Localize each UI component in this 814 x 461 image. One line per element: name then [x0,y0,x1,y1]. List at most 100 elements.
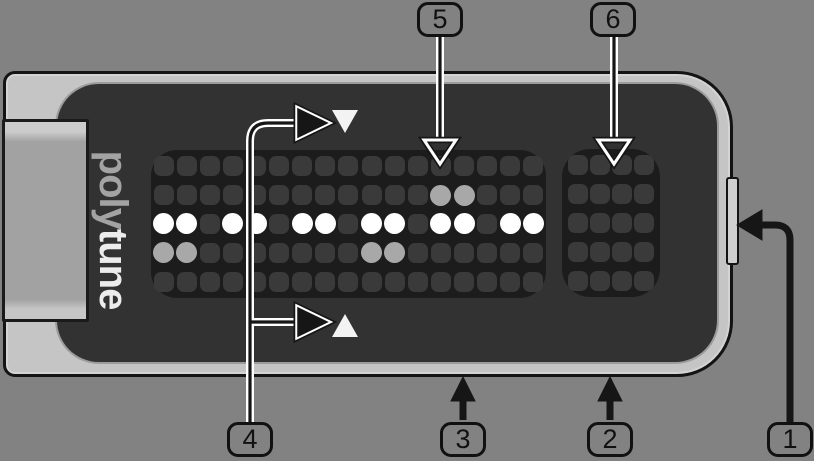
led-dot [477,156,498,177]
callout-3-label: 3 [455,424,471,454]
led-dot [634,155,654,176]
led-dot [454,271,475,292]
led-dot [499,213,521,235]
led-dot [522,213,544,235]
led-dot [612,155,632,176]
led-dot [430,156,451,177]
led-dot [523,242,544,263]
led-dot [246,185,267,206]
led-dot [222,242,243,263]
tune-up-triangle-icon [332,314,358,337]
led-dot [222,156,243,177]
led-dot [430,242,451,263]
callout-2-arrow [597,375,623,420]
led-dot [430,271,451,292]
power-side-button [726,177,739,265]
led-dot [500,185,521,206]
callout-3-arrow [450,375,476,420]
led-dot [222,185,243,206]
led-dot [199,242,220,263]
led-dot [292,271,313,292]
led-dot [612,241,632,262]
led-dot [407,213,428,234]
logo-poly: poly [91,150,135,229]
led-dot [634,212,654,233]
led-dot [407,156,428,177]
led-dot [568,184,588,205]
callout-4: 4 [227,422,273,457]
led-dot [314,213,336,235]
led-dot [153,185,174,206]
led-dot [199,213,220,234]
led-dot [315,156,336,177]
led-dot [199,156,220,177]
led-dot [384,213,406,235]
note-led-display [562,149,660,297]
callout-6-label: 6 [605,4,621,34]
led-dot [590,212,610,233]
led-dot [361,271,382,292]
led-dot [612,212,632,233]
led-dot [523,185,544,206]
led-dot [245,213,267,235]
led-dot [153,156,174,177]
led-dot [292,156,313,177]
logo-tune: tune [91,228,135,310]
led-dot [384,271,405,292]
led-dot [590,270,610,291]
led-dot [568,155,588,176]
led-dot [222,213,244,235]
led-dot [176,185,197,206]
callout-1-arrow [736,209,794,424]
tune-down-triangle-icon [332,110,358,133]
led-dot [612,184,632,205]
led-dot [199,271,220,292]
led-dot [568,241,588,262]
led-dot [500,271,521,292]
led-dot [454,242,475,263]
led-dot [634,184,654,205]
led-dot [523,271,544,292]
led-dot [407,185,428,206]
led-dot [315,271,336,292]
led-dot [430,213,452,235]
callout-2: 2 [587,422,633,457]
led-dot [407,242,428,263]
led-dot [568,270,588,291]
led-dot [453,213,475,235]
led-dot [361,242,383,264]
led-dot [291,213,313,235]
callout-1-label: 1 [782,424,798,454]
led-dot [500,156,521,177]
callout-5-label: 5 [432,4,448,34]
led-dot [315,242,336,263]
led-dot [384,242,406,264]
led-dot [176,156,197,177]
led-dot [338,185,359,206]
led-dot [361,213,383,235]
led-dot [176,213,198,235]
led-dot [568,212,588,233]
polytune-logo-text: polytune [91,150,135,310]
led-dot [246,242,267,263]
led-dot [500,242,521,263]
led-dot [454,156,475,177]
led-dot [430,184,452,206]
led-dot [634,241,654,262]
led-dot [222,271,243,292]
led-dot [292,185,313,206]
led-dot [407,271,428,292]
led-dot [477,185,498,206]
led-dot [338,213,359,234]
led-dot [477,242,498,263]
main-led-display [151,150,546,298]
led-dot [246,271,267,292]
led-dot [384,185,405,206]
callout-1: 1 [767,422,813,457]
led-dot [269,213,290,234]
led-dot [315,185,336,206]
led-dot [269,185,290,206]
led-dot [153,271,174,292]
led-dot [590,241,610,262]
